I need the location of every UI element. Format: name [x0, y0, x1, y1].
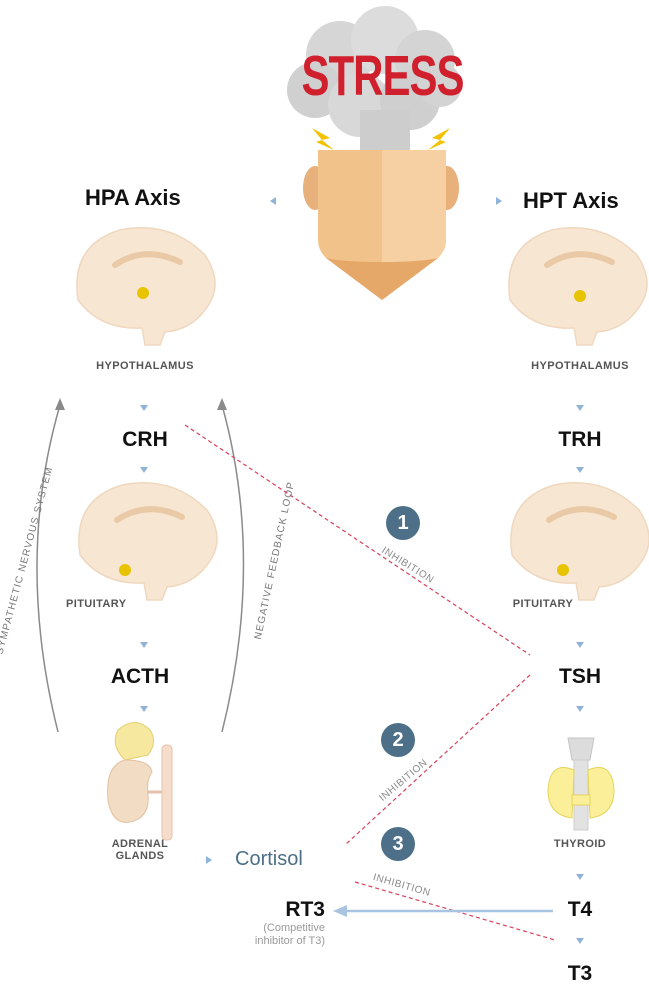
arrow-down-icon — [140, 405, 148, 411]
negative-feedback-arrowhead-icon — [217, 398, 227, 410]
inhibition-line-2 — [345, 675, 530, 845]
lightning-left-icon — [312, 128, 334, 150]
adrenal-kidney-icon — [108, 723, 172, 841]
arrow-down-icon — [140, 706, 148, 712]
arrow-right-icon — [206, 856, 212, 864]
sympathetic-arrowhead-icon — [55, 398, 65, 410]
crh-label: CRH — [90, 428, 200, 452]
arrow-right-icon — [496, 197, 502, 205]
arrow-down-icon — [576, 467, 584, 473]
arrow-left-icon — [270, 197, 276, 205]
arrow-down-icon — [576, 938, 584, 944]
arrow-down-icon — [576, 706, 584, 712]
cortisol-label: Cortisol — [235, 848, 303, 871]
tsh-label: TSH — [525, 665, 635, 689]
hpt-axis-title: HPT Axis — [523, 188, 619, 214]
t4-label: T4 — [540, 898, 620, 922]
hpa-axis-title: HPA Axis — [85, 185, 181, 211]
brain-hpt-hypothalamus-icon — [509, 228, 647, 345]
brain-hpa-pituitary-icon — [79, 483, 217, 600]
arrow-down-icon — [576, 405, 584, 411]
head-icon — [303, 150, 459, 300]
inhibition-badge-1: 1 — [386, 506, 420, 540]
rt3-note: (Competitive inhibitor of T3) — [190, 922, 325, 948]
thyroid-icon — [548, 738, 614, 830]
brain-hpt-pituitary-icon — [511, 483, 649, 600]
rt3-label: RT3 — [240, 898, 325, 922]
hpt-pituitary-label: PITUITARY — [503, 598, 583, 610]
hpa-pituitary-label: PITUITARY — [40, 598, 160, 610]
hpa-hypothalamus-label: HYPOTHALAMUS — [70, 360, 220, 372]
adrenal-glands-label: ADRENAL GLANDS — [90, 838, 190, 862]
arrow-down-icon — [576, 642, 584, 648]
t4-to-rt3-arrowhead-icon — [333, 905, 347, 917]
thyroid-label: THYROID — [530, 838, 630, 850]
hpt-hypothalamus-label: HYPOTHALAMUS — [505, 360, 649, 372]
inhibition-badge-2: 2 — [381, 723, 415, 757]
sympathetic-loop-arc — [37, 405, 60, 732]
trh-label: TRH — [525, 428, 635, 452]
acth-label: ACTH — [85, 665, 195, 689]
inhibition-line-1 — [185, 425, 530, 655]
arrow-down-icon — [576, 874, 584, 880]
arrow-down-icon — [140, 642, 148, 648]
lightning-right-icon — [428, 128, 450, 150]
brain-hpa-hypothalamus-icon — [77, 228, 215, 345]
negative-feedback-loop-arc — [222, 405, 244, 732]
stress-label: STRESS — [300, 44, 465, 109]
t3-label: T3 — [540, 962, 620, 986]
inhibition-badge-3: 3 — [381, 827, 415, 861]
arrow-down-icon — [140, 467, 148, 473]
